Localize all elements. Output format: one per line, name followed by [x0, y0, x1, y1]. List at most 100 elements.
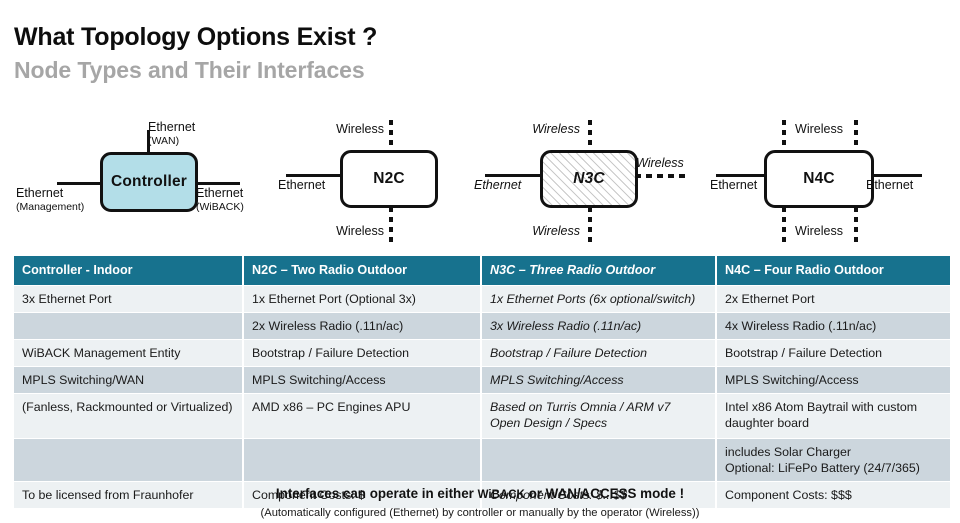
table-cell: Bootstrap / Failure Detection [717, 340, 950, 366]
node-box-n2c[interactable]: N2C [340, 150, 438, 208]
wire-n4c-right-ethernet [872, 174, 922, 177]
wire-controller-left-ethernet [57, 182, 103, 185]
table-cell: Bootstrap / Failure Detection [244, 340, 480, 366]
wire-label-controller-top: Ethernet (WAN) [98, 120, 278, 148]
table-cell: Component Costs: $...$$ [482, 482, 715, 508]
node-box-n3c[interactable]: N3C [540, 150, 638, 208]
wire-n3c-bottom-wireless [588, 207, 592, 245]
table-cell: 1x Ethernet Port (Optional 3x) [244, 286, 480, 312]
table-cell [14, 313, 242, 339]
table-cell: AMD x86 – PC Engines APU [244, 394, 480, 438]
node-box-label: N3C [573, 170, 605, 187]
wire-label-text: Ethernet [148, 120, 196, 134]
page-title: What Topology Options Exist ? [14, 23, 378, 51]
wire-n4c-bottom-wireless-1 [782, 207, 786, 245]
wire-label-n4c-bottom: Wireless [776, 224, 862, 239]
wire-label-text: Ethernet [278, 178, 326, 192]
wire-controller-right-ethernet [195, 182, 240, 185]
wire-label-n3c-right: Wireless [636, 156, 714, 171]
wire-n4c-left-ethernet [716, 174, 766, 177]
node-diagram-n4c: Wireless Ethernet Ethernet Wireless N4C [710, 112, 960, 247]
table-cell: WiBACK Management Entity [14, 340, 242, 366]
wire-label-n4c-right: Ethernet [866, 178, 940, 193]
table-row: (Fanless, Rackmounted or Virtualized) AM… [14, 394, 950, 438]
wire-sublabel-text: (WAN) [148, 135, 180, 147]
node-diagram-strip: Ethernet (WAN) Ethernet (Management) Eth… [0, 112, 960, 247]
table-cell: MPLS Switching/Access [717, 367, 950, 393]
wire-label-n4c-top: Wireless [776, 122, 862, 137]
table-cell: (Fanless, Rackmounted or Virtualized) [14, 394, 242, 438]
wire-n3c-top-wireless [588, 120, 592, 158]
wire-label-text: Wireless [795, 224, 843, 238]
footer-sub-line: (Automatically configured (Ethernet) by … [260, 507, 700, 519]
table-column-header-n2c[interactable]: N2C – Two Radio Outdoor [244, 256, 480, 285]
title-block: What Topology Options Exist ? Node Types… [14, 22, 944, 85]
wire-label-controller-left: Ethernet (Management) [16, 186, 106, 214]
wire-n4c-bottom-wireless-2 [854, 207, 858, 245]
wire-label-n4c-left: Ethernet [710, 178, 776, 193]
table-cell [14, 439, 242, 481]
table-cell: MPLS Switching/Access [244, 367, 480, 393]
table-cell: Component Costs: $$$ [717, 482, 950, 508]
table-row: 2x Wireless Radio (.11n/ac) 3x Wireless … [14, 313, 950, 339]
footer-note: Interfaces can operate in either WiBACK … [0, 485, 960, 521]
wire-label-n3c-bottom: Wireless [514, 224, 580, 239]
table-column-header-n4c[interactable]: N4C – Four Radio Outdoor [717, 256, 950, 285]
table-cell: To be licensed from Fraunhofer [14, 482, 242, 508]
node-box-label: N4C [803, 170, 835, 187]
node-box-label: Controller [110, 173, 188, 190]
wire-label-text: Ethernet [866, 178, 914, 192]
footer-brand-wiback: WiBACK [477, 489, 525, 501]
specification-table: Controller - Indoor N2C – Two Radio Outd… [12, 255, 952, 509]
table-cell: 4x Wireless Radio (.11n/ac) [717, 313, 950, 339]
table-cell: 2x Wireless Radio (.11n/ac) [244, 313, 480, 339]
wire-label-text: Wireless [795, 122, 843, 136]
wire-n3c-left-ethernet [485, 174, 543, 177]
node-box-n4c[interactable]: N4C [764, 150, 874, 208]
table-cell: MPLS Switching/Access [482, 367, 715, 393]
table-row: 3x Ethernet Port 1x Ethernet Port (Optio… [14, 286, 950, 312]
table-cell: 1x Ethernet Ports (6x optional/switch) [482, 286, 715, 312]
node-diagram-n3c: Wireless Ethernet Wireless Wireless N3C [470, 112, 710, 247]
table-cell: 3x Ethernet Port [14, 286, 242, 312]
table-row: To be licensed from Fraunhofer Component… [14, 482, 950, 508]
wire-label-text: Ethernet [474, 178, 522, 192]
wire-label-n2c-top: Wireless [318, 122, 384, 137]
table-cell [244, 439, 480, 481]
wire-label-text: Wireless [336, 224, 384, 238]
wire-label-controller-right: Ethernet (WiBACK) [196, 186, 288, 214]
table-cell: 2x Ethernet Port [717, 286, 950, 312]
wire-n2c-bottom-wireless [389, 207, 393, 245]
wire-label-n3c-left: Ethernet [474, 178, 548, 193]
wire-label-text: Ethernet [196, 186, 244, 200]
table-cell: Bootstrap / Failure Detection [482, 340, 715, 366]
wire-label-text: Wireless [532, 224, 580, 238]
page-subtitle: Node Types and Their Interfaces [14, 57, 365, 83]
wire-label-n3c-top: Wireless [514, 122, 580, 137]
wire-label-text: Wireless [636, 156, 684, 170]
table-cell [482, 439, 715, 481]
footer-text-pre: Interfaces can operate in either [275, 486, 478, 501]
node-box-controller[interactable]: Controller [100, 152, 198, 212]
wire-controller-top-ethernet [147, 130, 150, 166]
wire-n2c-left-ethernet [286, 174, 343, 177]
table-row: MPLS Switching/WAN MPLS Switching/Access… [14, 367, 950, 393]
table-cell: 3x Wireless Radio (.11n/ac) [482, 313, 715, 339]
wire-label-n2c-bottom: Wireless [318, 224, 384, 239]
wire-label-text: Ethernet [710, 178, 758, 192]
wire-sublabel-text: (WiBACK) [196, 201, 244, 213]
table-cell: MPLS Switching/WAN [14, 367, 242, 393]
wire-n2c-top-wireless [389, 120, 393, 158]
table-column-header-n3c[interactable]: N3C – Three Radio Outdoor [482, 256, 715, 285]
table-cell: Component Costs: $ [244, 482, 480, 508]
footer-text-post: or WAN/ACCESS mode ! [524, 486, 685, 501]
table-column-header-controller[interactable]: Controller - Indoor [14, 256, 242, 285]
wire-label-text: Wireless [532, 122, 580, 136]
wire-n3c-right-wireless [635, 174, 685, 178]
node-diagram-controller: Ethernet (WAN) Ethernet (Management) Eth… [12, 112, 244, 247]
wire-label-text: Wireless [336, 122, 384, 136]
